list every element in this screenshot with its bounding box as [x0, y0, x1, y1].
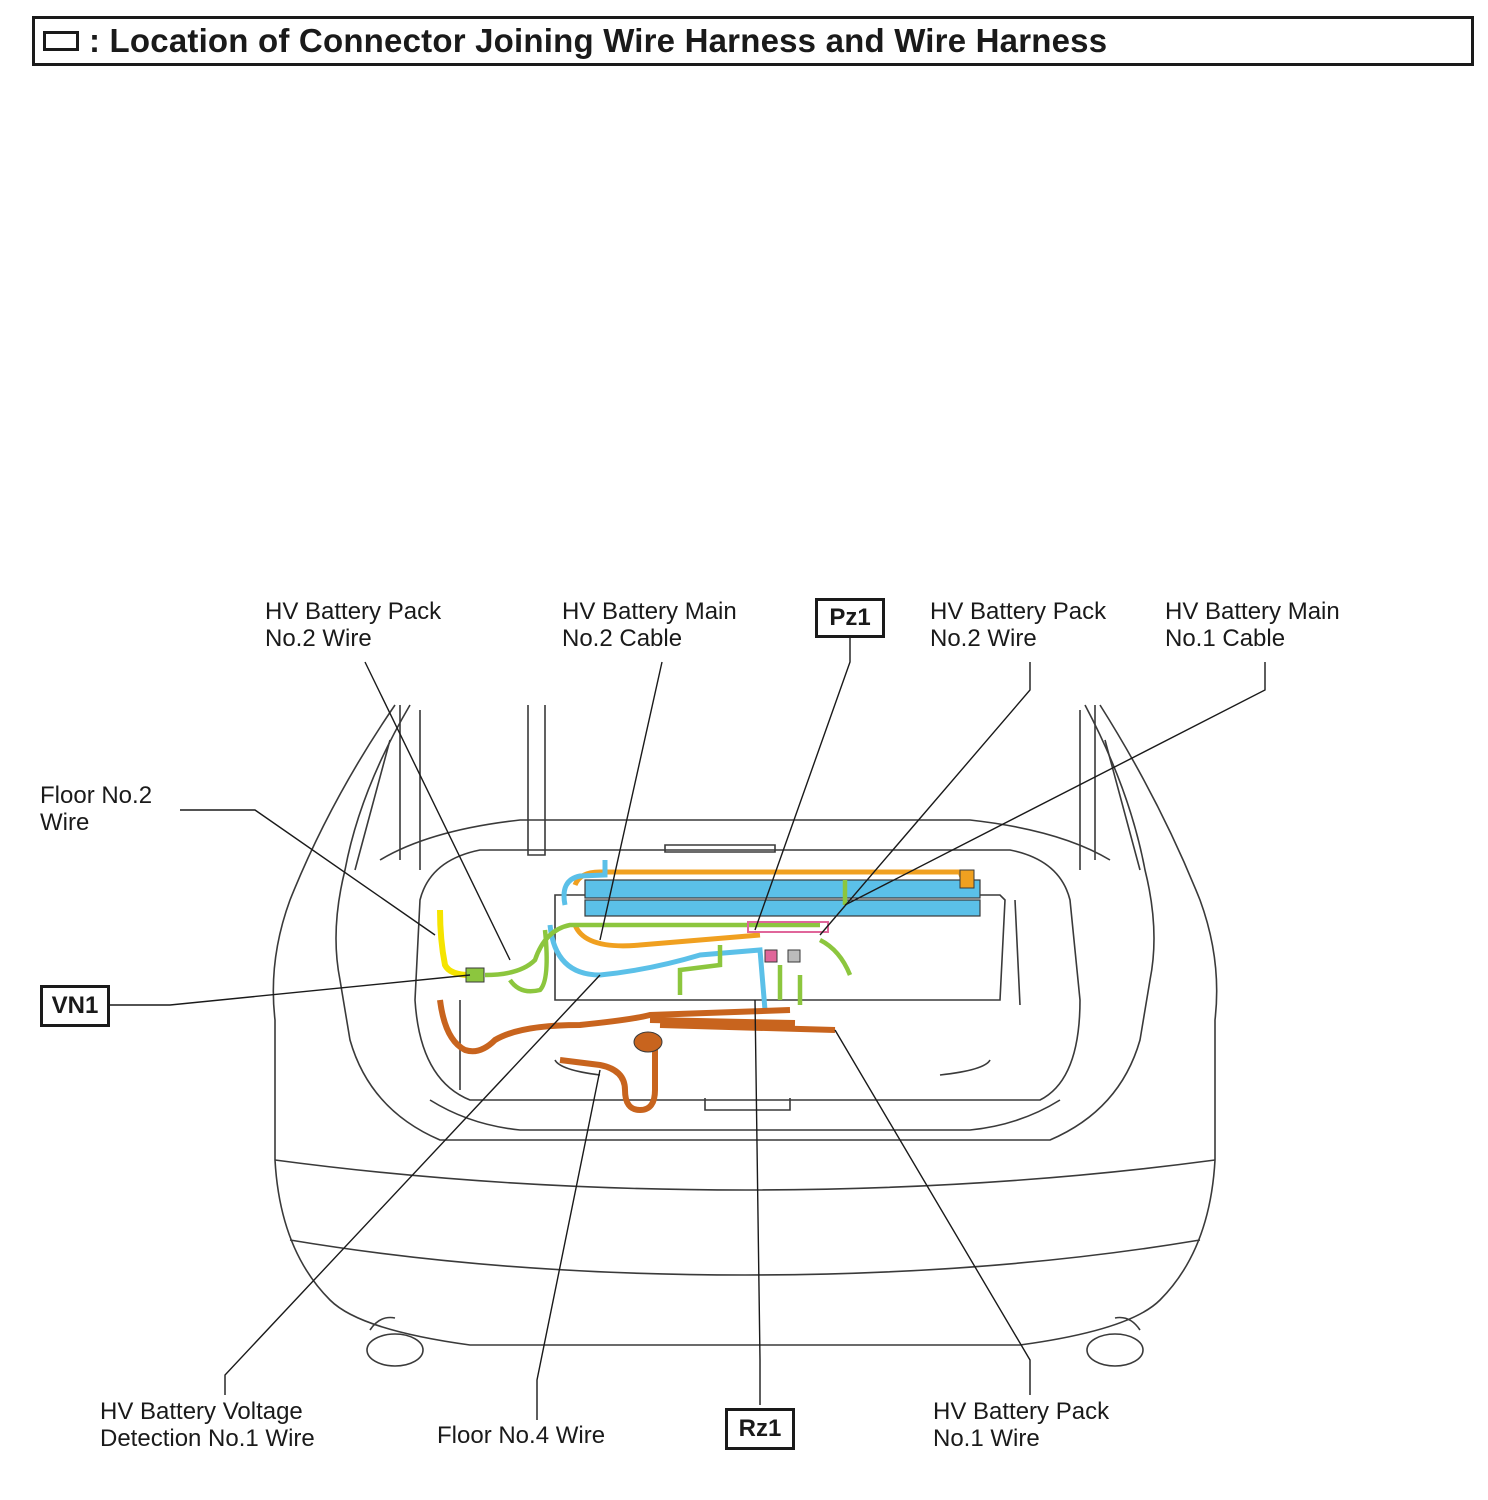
label-line: HV Battery Main [562, 598, 737, 625]
label-line: Floor No.4 Wire [437, 1422, 606, 1449]
label-line: No.2 Wire [930, 625, 1037, 652]
label-hv-battery-pack-no1-wire: HV Battery Pack No.1 Wire [933, 1398, 1109, 1452]
yellow-harness [437, 909, 471, 978]
connector-badge-pz1: Pz1 [815, 598, 885, 638]
main-cable-connector [959, 869, 975, 889]
label-hv-battery-pack-no2-wire-left: HV Battery Pack No.2 Wire [265, 598, 441, 652]
label-line: Detection No.1 Wire [100, 1425, 315, 1452]
label-line: Wire [40, 809, 90, 836]
page-title: : Location of Connector Joining Wire Har… [89, 22, 1108, 59]
title-bar: : Location of Connector Joining Wire Har… [32, 16, 1474, 66]
label-floor-no2-wire: Floor No.2 Wire [40, 782, 152, 836]
label-hv-battery-voltage-detection-wire: HV Battery Voltage Detection No.1 Wire [100, 1398, 315, 1452]
label-floor-no4-wire: Floor No.4 Wire [437, 1422, 605, 1449]
label-line: No.2 Cable [562, 625, 683, 652]
green-harness [484, 880, 853, 1005]
label-line: No.1 Cable [1165, 625, 1286, 652]
pz1-connector-cluster [747, 921, 829, 963]
main-cable-blue [547, 860, 768, 1011]
label-line: HV Battery Pack [265, 598, 442, 625]
brown-harness [437, 999, 836, 1114]
label-line: Floor No.2 [40, 782, 153, 809]
label-line: HV Battery Pack [930, 598, 1107, 625]
label-hv-battery-main-no2-cable: HV Battery Main No.2 Cable [562, 598, 737, 652]
label-hv-battery-pack-no2-wire-right: HV Battery Pack No.2 Wire [930, 598, 1106, 652]
label-hv-battery-main-no1-cable: HV Battery Main No.1 Cable [1165, 598, 1340, 652]
connector-legend-icon [43, 31, 79, 51]
vehicle-outline [272, 704, 1218, 1367]
label-line: No.2 Wire [265, 625, 372, 652]
battery-pack [584, 879, 981, 917]
label-line: HV Battery Voltage [100, 1398, 303, 1425]
label-line: HV Battery Main [1165, 598, 1340, 625]
connector-badge-vn1: VN1 [40, 985, 110, 1027]
leader-lines [110, 638, 1266, 1420]
label-line: No.1 Wire [933, 1425, 1040, 1452]
label-line: HV Battery Pack [933, 1398, 1110, 1425]
connector-badge-rz1: Rz1 [725, 1408, 795, 1450]
grommet [633, 1031, 663, 1053]
